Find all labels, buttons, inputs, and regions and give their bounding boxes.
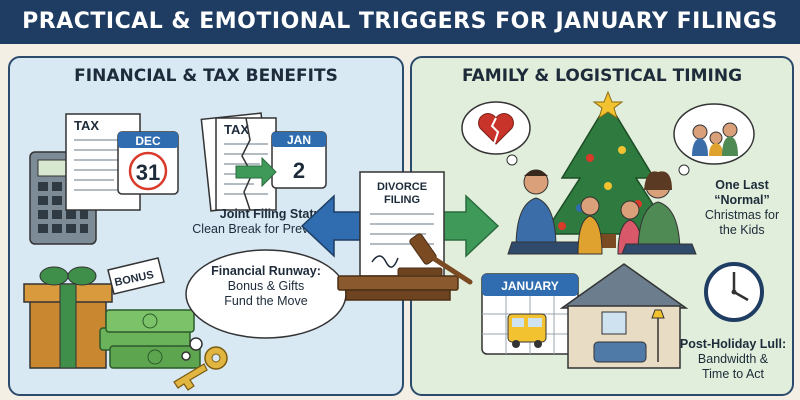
financial-tax-panel: FINANCIAL & TAX BENEFITS TAX (8, 56, 404, 396)
lull-desc-1: Bandwidth & (697, 352, 769, 366)
cal-dec-month: DEC (135, 134, 161, 148)
family-logistics-title: FAMILY & LOGISTICAL TIMING (461, 66, 743, 86)
tax-label-1: TAX (74, 118, 99, 133)
arrow-right-icon (235, 156, 277, 188)
lull-title: Post-Holiday Lull: (679, 337, 787, 351)
cal-dec-day: 31 (136, 160, 160, 185)
clock-icon (704, 262, 764, 322)
normal-line-4: the Kids (719, 223, 765, 237)
runway-desc-2: Fund the Move (224, 294, 308, 308)
tax-label-2: TAX (224, 122, 249, 137)
lull-desc-2: Time to Act (701, 367, 765, 381)
bonus-tag-icon: BONUS (107, 257, 165, 295)
broken-heart-bubble-icon (461, 101, 531, 166)
cal-jan-month: JAN (287, 133, 311, 147)
joint-filing-desc: Clean Break for Previous Year (192, 222, 360, 236)
calendar-label: JANUARY (501, 279, 559, 293)
financial-tax-title: FINANCIAL & TAX BENEFITS (74, 66, 338, 86)
family-icon (507, 169, 697, 255)
family-logistics-panel: FAMILY & LOGISTICAL TIMING (410, 56, 794, 396)
normal-line-1: One Last (715, 178, 769, 192)
money-stack-icon (99, 309, 201, 369)
january-calendar-icon: JAN 2 (271, 131, 327, 189)
family-illustrations: JANUARY (461, 90, 764, 369)
joint-filing-title: Joint Filing Status: (219, 207, 333, 221)
joint-filing-caption: Joint Filing Status: Clean Break for Pre… (156, 207, 396, 237)
normal-line-2: “Normal” (714, 193, 770, 207)
gift-box-icon (23, 266, 113, 369)
cal-jan-day: 2 (293, 158, 305, 183)
banner-title: PRACTICAL & EMOTIONAL TRIGGERS FOR JANUA… (0, 0, 800, 44)
house-icon (559, 263, 689, 369)
runway-desc-1: Bonus & Gifts (227, 279, 305, 293)
runway-title: Financial Runway: (211, 264, 321, 278)
key-icon (173, 346, 228, 391)
normal-line-3: Christmas for (704, 208, 780, 222)
january-bus-calendar-icon: JANUARY (481, 273, 579, 355)
post-holiday-caption: Post-Holiday Lull: Bandwidth & Time to A… (674, 337, 792, 382)
family-thought-bubble-icon (673, 103, 755, 176)
december-calendar-icon: DEC 31 (117, 131, 179, 195)
normal-christmas-caption: One Last “Normal” Christmas for the Kids (692, 178, 792, 238)
financial-runway-caption: Financial Runway: Bonus & Gifts Fund the… (196, 264, 336, 309)
financial-illustrations: TAX DEC 31 TAX (23, 112, 347, 391)
